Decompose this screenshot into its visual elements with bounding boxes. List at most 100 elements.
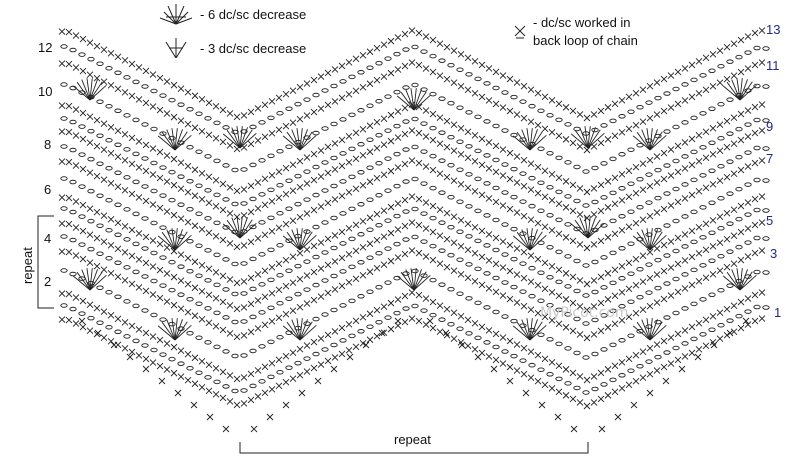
chain-loop [447, 224, 455, 230]
stitch-mark [730, 328, 738, 335]
chain-loop [213, 310, 221, 316]
stitch-mark [744, 199, 752, 206]
stitch-mark [177, 85, 185, 92]
stitch-mark [618, 384, 626, 392]
stitch-mark [751, 317, 759, 325]
stitch-mark [443, 331, 451, 339]
stitch-mark [744, 295, 752, 302]
stitch-mark [576, 331, 584, 338]
stitch-mark [268, 197, 276, 205]
stitch-mark [212, 323, 220, 330]
stitch-mark [646, 274, 654, 282]
stitch-mark [387, 111, 395, 119]
chain-loop [672, 218, 680, 224]
chain-loop [681, 306, 689, 311]
stitch-mark [387, 299, 395, 307]
chain-loop [339, 117, 347, 122]
stitch-mark [415, 317, 423, 325]
stitch-mark [492, 330, 500, 338]
stitch-mark [135, 256, 143, 263]
stitch-mark [554, 413, 562, 421]
chain-loop [717, 287, 725, 293]
chain-loop [573, 316, 581, 322]
stitch-mark [436, 232, 444, 239]
chain-loop [249, 124, 257, 130]
stitch-mark [625, 167, 633, 175]
stitch-mark [226, 276, 234, 283]
chain-loop [69, 237, 77, 243]
chain-loop [348, 298, 356, 304]
stitch-mark [485, 257, 493, 264]
stitch-mark [471, 320, 479, 327]
stitch-mark [576, 373, 584, 380]
stitch-mark [303, 210, 311, 217]
chain-loop [105, 166, 113, 171]
dc-stitch [161, 231, 176, 251]
chain-loop [366, 289, 374, 294]
stitch-mark [268, 317, 276, 325]
stitch-mark [723, 117, 731, 125]
chain-loop [447, 62, 455, 68]
stitch-mark [142, 67, 150, 75]
chain-loop [402, 209, 410, 214]
stitch-mark [520, 344, 528, 352]
stitch-mark [149, 237, 157, 244]
stitch-mark [576, 143, 584, 150]
stitch-mark [674, 168, 682, 176]
dc-stitch [649, 231, 663, 251]
chain-loop [231, 291, 239, 297]
dc-stitch [81, 79, 91, 101]
stitch-mark [726, 329, 734, 337]
dc-stitch [636, 321, 651, 341]
stitch-mark [401, 130, 409, 138]
stitch-mark [366, 310, 374, 318]
stitch-mark [639, 186, 647, 193]
stitch-mark [737, 256, 745, 264]
stitch-mark [254, 205, 262, 212]
chain-loop [528, 293, 536, 299]
stitch-mark [520, 302, 528, 310]
chain-loop [150, 220, 158, 226]
chain-loop [240, 201, 248, 206]
stitch-mark [93, 74, 101, 82]
stitch-mark [387, 257, 395, 265]
chain-loop [510, 194, 518, 200]
chain-loop [690, 149, 698, 155]
stitch-mark [604, 204, 612, 211]
chain-loop [339, 211, 347, 216]
stitch-mark [177, 347, 185, 354]
dc-stitch [649, 131, 663, 151]
chain-loop [537, 240, 545, 245]
stitch-mark [366, 48, 374, 56]
chain-loop [78, 90, 86, 95]
chain-loop [186, 296, 194, 302]
chain-loop [213, 158, 221, 164]
row-number-13: 13 [766, 22, 780, 37]
stitch-mark [121, 223, 129, 230]
chain-loop [312, 92, 320, 98]
chain-loop [717, 63, 725, 69]
chain-loop [465, 72, 473, 77]
chain-loop [159, 255, 167, 260]
stitch-mark [387, 167, 395, 175]
stitch-mark [653, 79, 661, 86]
chain-loop [465, 172, 473, 177]
stitch-mark [163, 178, 171, 185]
chain-loop [267, 339, 275, 345]
stitch-mark [72, 294, 80, 301]
chain-loop [276, 111, 284, 116]
stitch-mark [247, 274, 255, 282]
stitch-mark [100, 46, 108, 54]
chain-loop [312, 282, 320, 288]
stitch-mark [457, 50, 465, 58]
dc-stitch [736, 78, 741, 101]
stitch-mark [681, 139, 689, 146]
stitch-mark [604, 296, 612, 303]
chain-loop [321, 88, 329, 93]
stitch-mark [268, 227, 276, 235]
stitch-mark [499, 238, 507, 245]
chain-loop [312, 164, 320, 170]
stitch-mark [653, 271, 661, 278]
chain-loop [276, 370, 284, 375]
stitch-mark [394, 134, 402, 141]
